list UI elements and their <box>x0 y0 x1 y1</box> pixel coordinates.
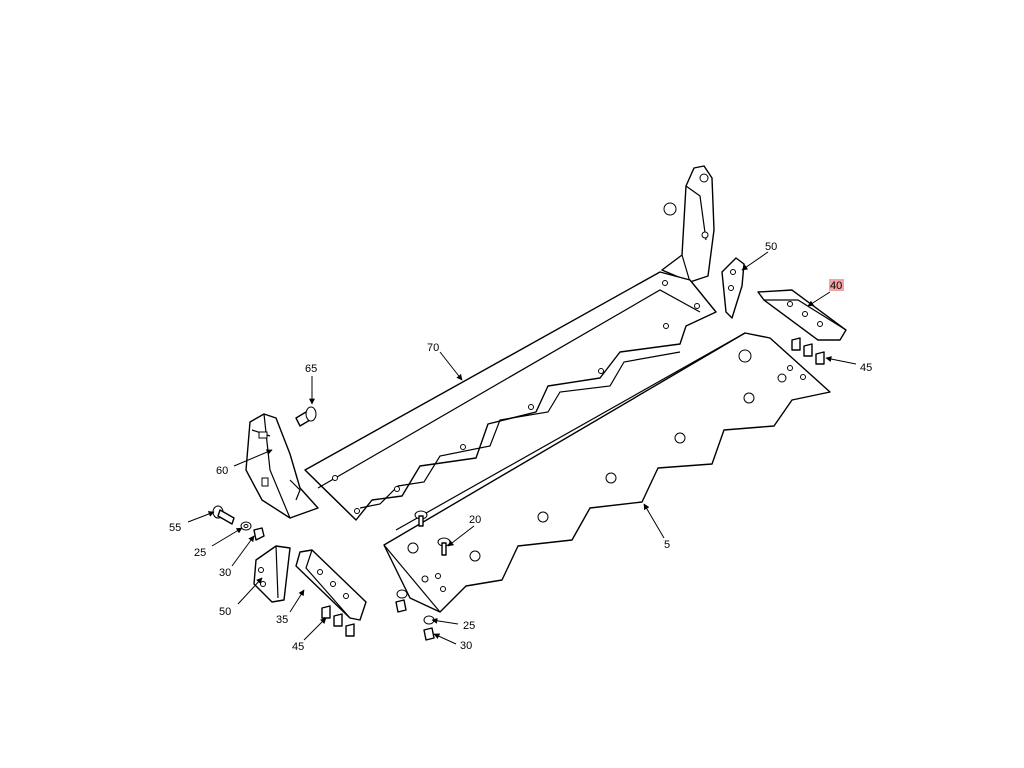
label-30-bottom: 30 <box>460 640 472 652</box>
label-50-right: 50 <box>765 241 777 253</box>
highlight-40 <box>829 279 844 291</box>
nuts-part-45-right <box>791 337 825 365</box>
bolt-part-55 <box>212 505 235 525</box>
label-5: 5 <box>664 539 670 551</box>
washer-part-25-left <box>240 521 252 531</box>
label-25-left: 25 <box>194 547 206 559</box>
label-20: 20 <box>469 514 481 526</box>
bolt-part-20 <box>414 510 451 556</box>
part-labels: 70 65 60 55 25 30 50 35 45 20 5 25 30 50… <box>169 241 872 653</box>
label-45-left: 45 <box>292 641 304 653</box>
guard-plate-part-35 <box>295 549 367 621</box>
frame-bar-part-70 <box>245 165 717 521</box>
label-30-left: 30 <box>219 567 231 579</box>
label-50-left: 50 <box>219 606 231 618</box>
nuts-part-45-left <box>321 605 355 637</box>
bracket-part-50-right <box>721 257 745 319</box>
bolt-part-65 <box>295 406 317 427</box>
label-60: 60 <box>216 465 228 477</box>
label-65: 65 <box>305 363 317 375</box>
bracket-part-50-left <box>253 545 291 603</box>
blade-plate-part-5 <box>383 332 831 613</box>
label-35: 35 <box>276 614 288 626</box>
label-25-bottom: 25 <box>463 620 475 632</box>
leader-lines <box>187 251 857 645</box>
label-70: 70 <box>427 342 439 354</box>
guard-plate-part-40 <box>757 289 847 341</box>
nut-part-30-left <box>253 527 265 541</box>
label-40: 40 <box>830 280 842 292</box>
label-55: 55 <box>169 522 181 534</box>
label-45-right: 45 <box>860 362 872 374</box>
